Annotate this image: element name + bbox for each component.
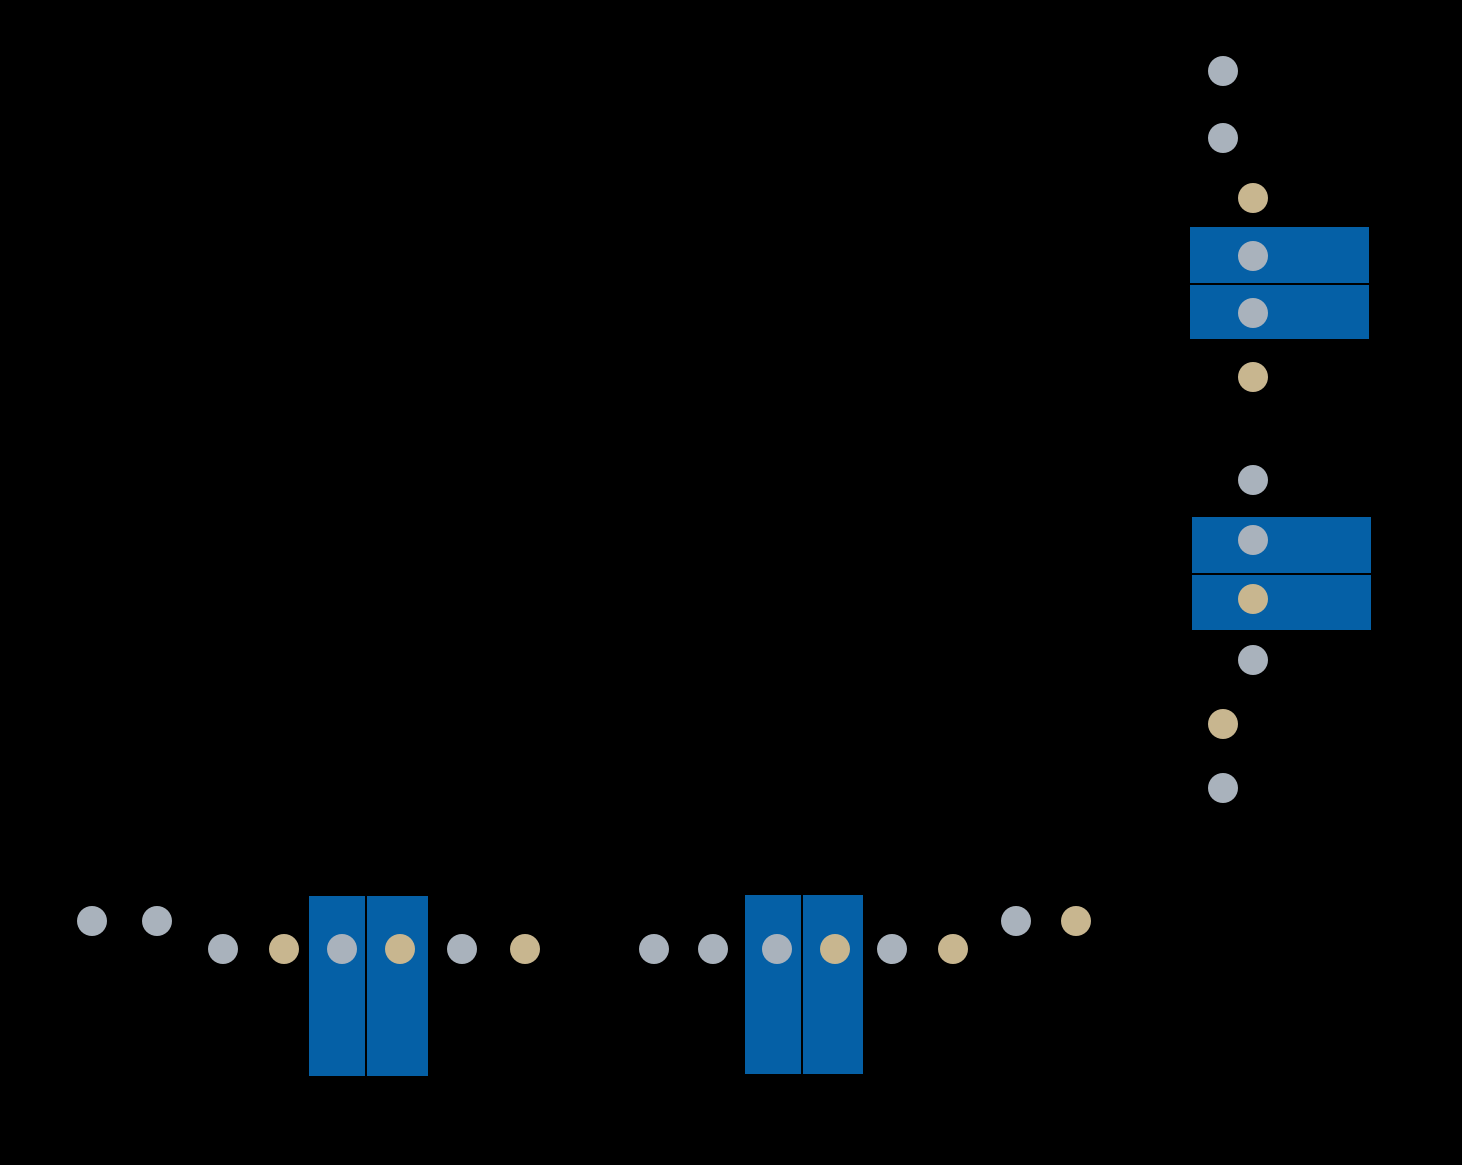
particle-grey <box>1208 56 1238 86</box>
particle-tan <box>1208 709 1238 739</box>
particle-grey <box>1238 465 1268 495</box>
block-cell <box>802 895 863 1074</box>
particle-tan <box>1238 362 1268 392</box>
particle-grey <box>1238 645 1268 675</box>
particle-grey <box>447 934 477 964</box>
particle-grey <box>1238 298 1268 328</box>
block-cell <box>1192 517 1371 574</box>
particle-grey <box>1208 773 1238 803</box>
particle-tan <box>1238 584 1268 614</box>
particle-grey <box>208 934 238 964</box>
particle-tan <box>1061 906 1091 936</box>
particle-grey <box>1238 525 1268 555</box>
particle-tan <box>269 934 299 964</box>
bottom-middle-assembly <box>639 895 1091 1074</box>
particle-tan <box>510 934 540 964</box>
block-cell <box>1192 574 1371 630</box>
particle-grey <box>639 934 669 964</box>
particle-grey <box>698 934 728 964</box>
particle-tan <box>385 934 415 964</box>
block-cell <box>1190 227 1369 284</box>
lower-right-assembly <box>1192 465 1371 803</box>
block-cell <box>1190 284 1369 339</box>
upper-right-assembly <box>1190 56 1369 392</box>
particle-grey <box>1001 906 1031 936</box>
block-cell <box>309 896 366 1076</box>
particle-grey <box>1208 123 1238 153</box>
particle-grey <box>1238 241 1268 271</box>
bottom-left-assembly <box>77 896 540 1076</box>
particle-tan <box>938 934 968 964</box>
particle-grey <box>77 906 107 936</box>
block-cell <box>745 895 802 1074</box>
particle-grey <box>142 906 172 936</box>
block-cell <box>366 896 428 1076</box>
particle-tan <box>820 934 850 964</box>
particle-grey <box>877 934 907 964</box>
particle-grey <box>762 934 792 964</box>
particle-tan <box>1238 183 1268 213</box>
particle-grey <box>327 934 357 964</box>
